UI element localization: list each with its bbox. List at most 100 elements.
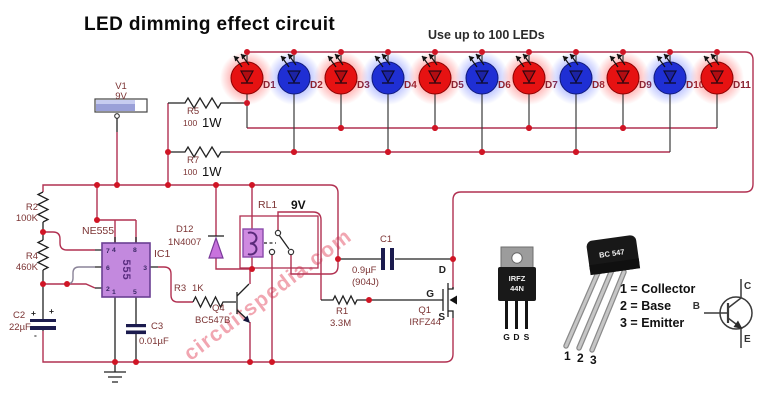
- r1-ref: R1: [336, 306, 348, 317]
- c2-value: 22µF: [9, 322, 31, 333]
- r5-value: 100: [183, 118, 197, 128]
- c1-value: 0.9µF: [352, 265, 377, 276]
- r7-power: 1W: [202, 164, 222, 179]
- c1-ref: C1: [380, 234, 392, 245]
- q1-pin-d: D: [439, 265, 446, 276]
- led-array: D1D2D3D4D5D6D7D8D9D10D11: [220, 49, 751, 155]
- pin-legend: 1 = Collector 2 = Base 3 = Emitter: [620, 282, 696, 330]
- pin-4: 4: [112, 247, 116, 254]
- r7-ref: R7: [187, 155, 199, 166]
- led-D11: D11: [690, 49, 751, 128]
- ic-name: NE555: [82, 225, 114, 237]
- pin-1: 1: [112, 289, 116, 296]
- irfz-pin-g: G: [503, 332, 510, 342]
- watermark: circuitspedia.com: [180, 224, 357, 365]
- capacitor-c2: C2 22µF + + -: [9, 284, 56, 340]
- q4-ref: Q4: [212, 303, 225, 314]
- bc547-pin-3: 3: [590, 353, 597, 367]
- ic-chip-label: 555: [120, 259, 132, 280]
- d12-ref: D12: [176, 224, 193, 235]
- led-D10: D10: [643, 49, 705, 152]
- resistor-r4: R4 460K: [16, 239, 50, 284]
- c1-alt: (904J): [352, 277, 379, 288]
- diode-d12: D12 1N4007: [168, 224, 224, 259]
- q4-part: BC547B: [195, 315, 230, 326]
- ic-ne555: 555 7 6 2 4 8 3 1 5 NE555 IC1: [82, 225, 171, 303]
- led-D3: D3: [314, 49, 370, 131]
- led-note: Use up to 100 LEDs: [428, 28, 545, 42]
- battery-v1: V1 9V: [94, 81, 148, 132]
- battery-ref: V1: [115, 81, 127, 92]
- r2-value: 100K: [16, 213, 39, 224]
- npn-b: B: [693, 301, 700, 312]
- irfz-pin-s: S: [524, 332, 530, 342]
- resistor-r7: R7 100 1W: [168, 145, 230, 179]
- bc547-pin-2: 2: [577, 351, 584, 365]
- capacitor-c3: C3 0.01µF: [126, 303, 169, 362]
- led-D2: D2: [267, 49, 323, 155]
- q1-part: IRFZ44: [409, 317, 441, 328]
- battery-value: 9V: [115, 91, 127, 102]
- r2-ref: R2: [26, 202, 38, 213]
- r3-ref: R3: [174, 283, 186, 294]
- ic-ref: IC1: [154, 248, 171, 260]
- transistor-q4: Q4 BC547B: [195, 283, 250, 326]
- resistor-r3: R3 1K: [174, 283, 236, 309]
- pin-3: 3: [143, 265, 147, 272]
- bc547-label: BC 547: [599, 247, 625, 259]
- legend-base: 2 = Base: [620, 299, 671, 313]
- r1-value: 3.3M: [330, 318, 351, 329]
- pin-5: 5: [133, 289, 137, 296]
- npn-e: E: [744, 334, 751, 345]
- pin-6: 6: [106, 265, 110, 272]
- relay-value: 9V: [291, 198, 306, 212]
- d12-part: 1N4007: [168, 237, 201, 248]
- q1-pin-g: G: [426, 289, 434, 300]
- legend-emitter: 3 = Emitter: [620, 316, 684, 330]
- pin-7: 7: [106, 248, 110, 255]
- irfz-line1: IRFZ: [509, 274, 526, 283]
- relay-ref: RL1: [258, 199, 277, 211]
- r5-ref: R5: [187, 106, 199, 117]
- led-D1: D1: [220, 49, 276, 128]
- page-title: LED dimming effect circuit: [84, 14, 335, 35]
- c3-value: 0.01µF: [139, 336, 169, 347]
- c2-ref: C2: [13, 310, 25, 321]
- led-D8: D8: [549, 49, 605, 155]
- mosfet-q1: D G S Q1 IRFZ44: [409, 265, 457, 328]
- led-D7: D7: [502, 49, 558, 131]
- bc547-pin-1: 1: [564, 349, 571, 363]
- led-D9: D9: [596, 49, 652, 131]
- q1-pin-s: S: [438, 312, 445, 323]
- led-label: D11: [733, 80, 751, 91]
- r5-power: 1W: [202, 115, 222, 130]
- q1-ref: Q1: [418, 305, 431, 316]
- legend-collector: 1 = Collector: [620, 282, 696, 296]
- r4-value: 460K: [16, 262, 39, 273]
- package-irfz44n: IRFZ 44N G D S: [498, 246, 536, 342]
- junction-dots: [40, 100, 626, 365]
- r3-value: 1K: [192, 283, 204, 294]
- pin-2: 2: [106, 286, 110, 293]
- led-D5: D5: [408, 49, 464, 131]
- npn-c: C: [744, 281, 751, 292]
- c3-ref: C3: [151, 321, 163, 332]
- package-bc547: BC 547 1 2 3: [563, 235, 641, 367]
- r7-value: 100: [183, 167, 197, 177]
- irfz-pin-d: D: [513, 332, 519, 342]
- r4-ref: R4: [26, 251, 38, 262]
- capacitor-c1: C1 0.9µF (904J): [340, 234, 453, 288]
- irfz-line2: 44N: [510, 284, 524, 293]
- resistor-r1: R1 3.3M: [321, 294, 443, 329]
- relay-rl1: RL1 9V: [239, 198, 319, 269]
- npn-symbol: B C E: [693, 279, 753, 348]
- ground-symbol: [104, 362, 126, 383]
- pin-8: 8: [133, 247, 137, 254]
- resistor-r5: R5 100 1W: [168, 96, 247, 130]
- led-D6: D6: [455, 49, 511, 155]
- c2-plus2: +: [49, 306, 54, 316]
- c2-plus: +: [31, 308, 36, 318]
- c2-minus: -: [34, 330, 37, 340]
